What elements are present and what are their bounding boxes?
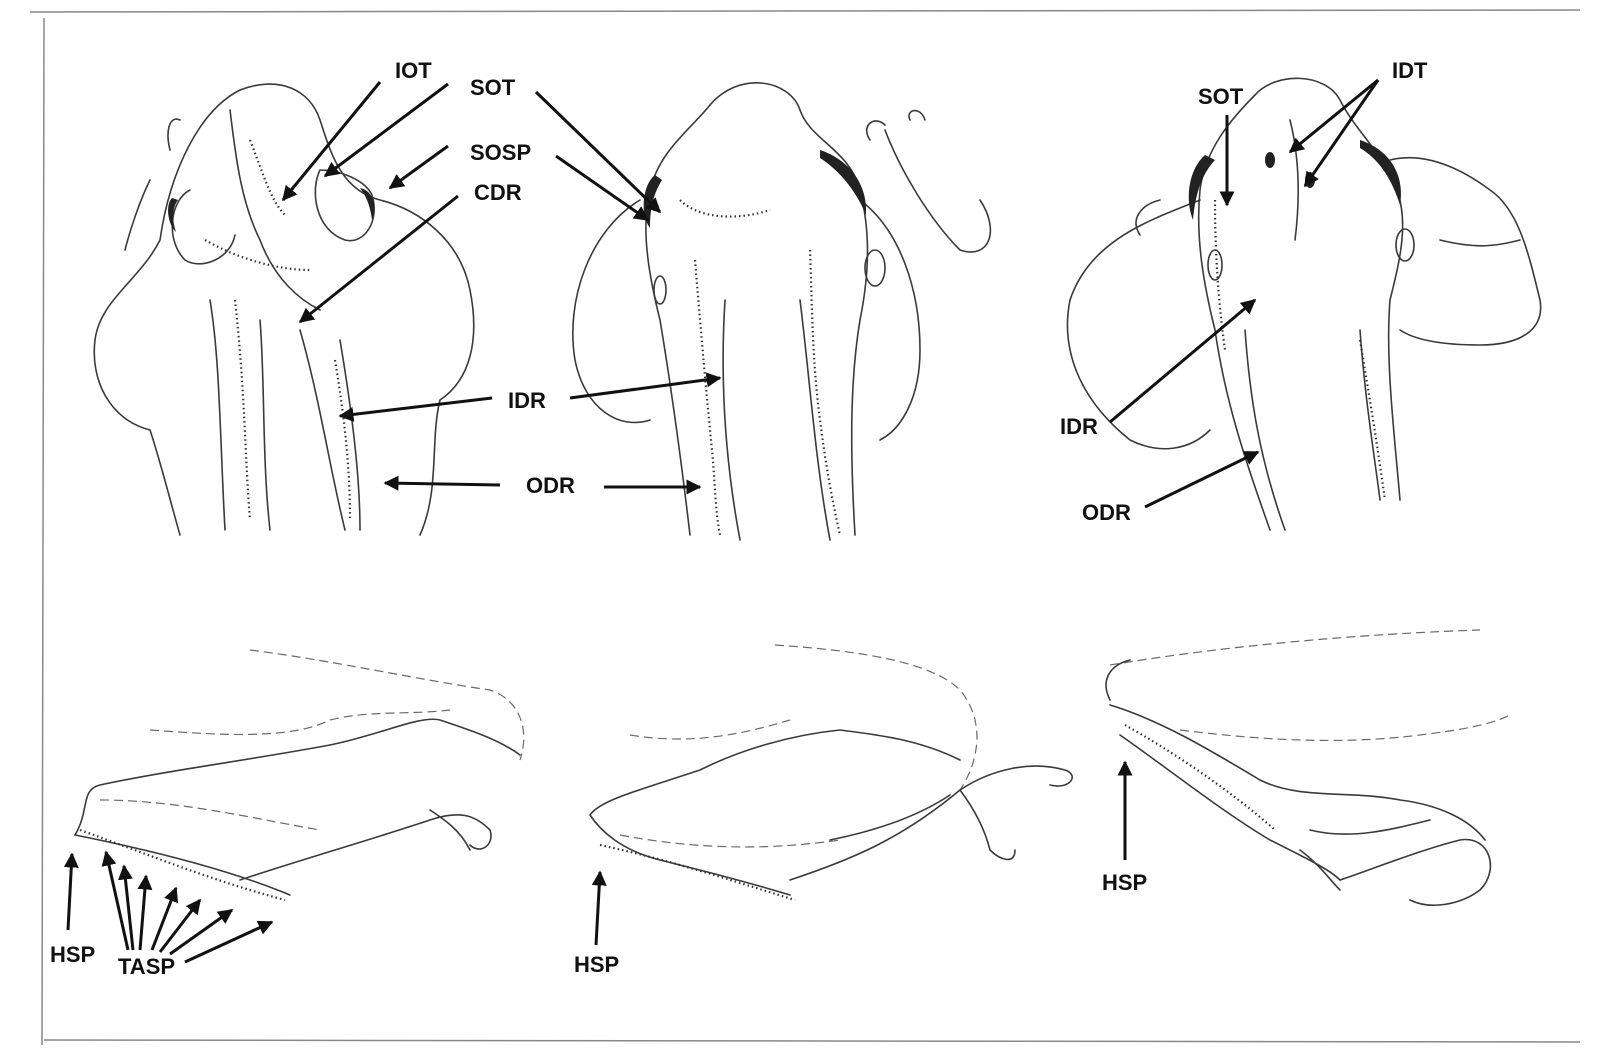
annotation-arrows [68,80,1378,962]
leg-middle-drawing [590,645,1072,900]
label-hsp-left: HSP [50,942,95,967]
label-tasp: TASP [118,954,175,979]
label-odr-left: ODR [526,473,575,498]
label-sot-left: SOT [470,75,516,100]
frog-dorsal-middle-drawing [573,83,991,540]
label-sot-right: SOT [1198,84,1244,109]
label-sosp: SOSP [470,140,531,165]
frog-dorsal-right-drawing [1068,78,1541,530]
label-hsp-right: HSP [1102,870,1147,895]
label-idr-right: IDR [1060,414,1098,439]
label-hsp-middle: HSP [574,952,619,977]
label-idr-left: IDR [508,388,546,413]
label-odr-right: ODR [1082,500,1131,525]
page-frame [30,10,1580,1045]
label-idt: IDT [1392,58,1428,83]
label-cdr: CDR [474,180,522,205]
label-iot-left: IOT [395,58,432,83]
leg-left-drawing [75,650,524,900]
frog-dorsal-left-drawing [94,84,474,535]
leg-right-drawing [1106,630,1510,905]
